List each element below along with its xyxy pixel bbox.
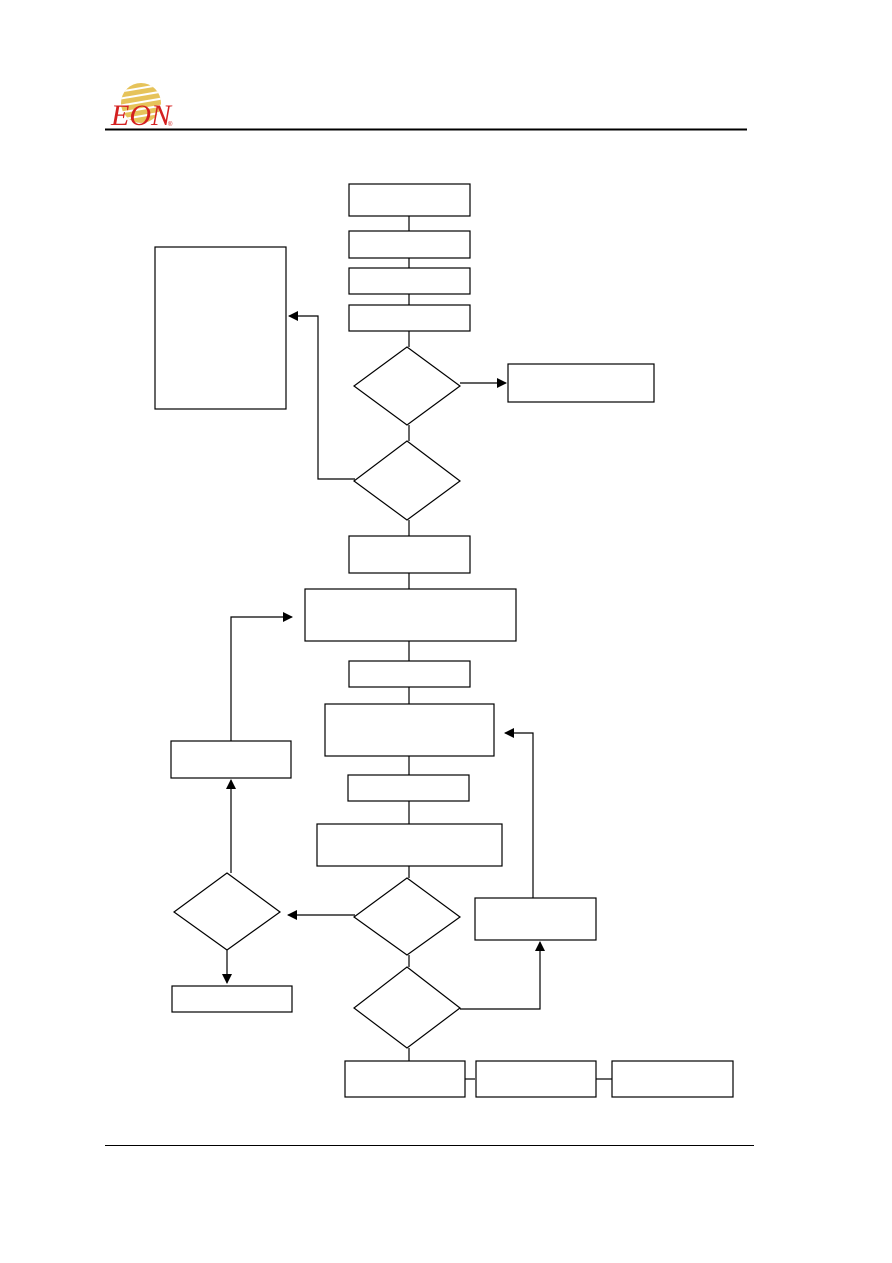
process-box-right-bottom — [474, 897, 597, 941]
process-box-6 — [304, 588, 517, 642]
logo-registered-mark: ® — [168, 121, 173, 128]
process-box-9 — [347, 774, 470, 802]
process-box-right-top — [507, 363, 655, 403]
decision-diamond-2 — [352, 440, 462, 521]
process-box-7 — [348, 660, 471, 688]
process-boxes — [154, 183, 734, 1098]
process-box-3 — [348, 267, 471, 295]
side-note-box — [154, 246, 287, 410]
process-box-5 — [348, 535, 471, 574]
process-box-bottom-1 — [344, 1060, 466, 1098]
process-box-bottom-3 — [611, 1060, 734, 1098]
decision-diamond-3 — [352, 877, 462, 956]
logo-text: EON — [110, 99, 173, 132]
process-box-left-bottom — [171, 985, 293, 1013]
process-box-left — [170, 740, 292, 779]
process-box-8 — [324, 703, 495, 757]
process-box-2 — [348, 230, 471, 259]
company-logo: EON ® — [110, 83, 173, 132]
process-box-10 — [316, 823, 503, 867]
connectors — [222, 216, 612, 1080]
process-box-bottom-2 — [475, 1060, 597, 1098]
decision-diamonds — [172, 346, 462, 1049]
process-box-4 — [348, 304, 471, 332]
decision-diamond-1 — [352, 346, 462, 426]
process-box-1 — [348, 183, 471, 217]
decision-diamond-left — [172, 872, 282, 951]
decision-diamond-4 — [353, 966, 461, 1049]
